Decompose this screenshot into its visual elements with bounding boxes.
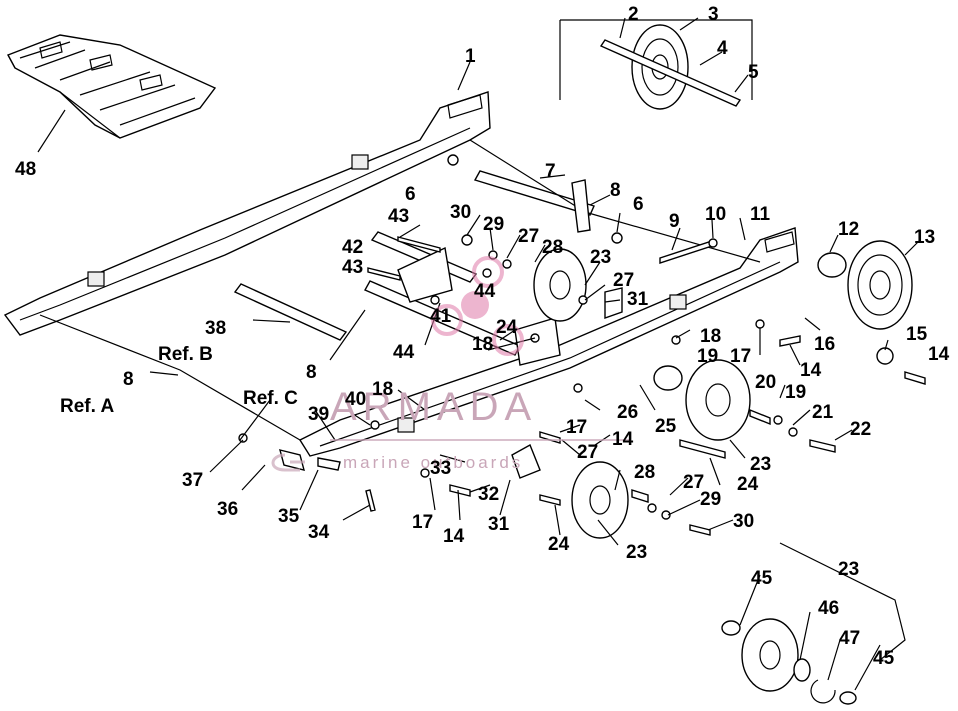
reference-labels: Ref. A Ref. B Ref. C	[60, 344, 298, 417]
wheel-top	[599, 24, 742, 110]
callout-9: 9	[669, 211, 680, 232]
callout-28a: 28	[542, 237, 563, 258]
callout-24c: 24	[548, 534, 570, 555]
callout-26: 26	[617, 402, 638, 423]
callout-31b: 31	[488, 514, 510, 535]
callout-24a: 24	[496, 317, 518, 338]
callout-29a: 29	[483, 214, 504, 235]
callout-41: 41	[430, 306, 452, 327]
callout-43b: 43	[342, 257, 363, 278]
callout-6a: 6	[405, 184, 416, 205]
callout-8a: 8	[610, 180, 621, 201]
callout-10: 10	[705, 204, 726, 225]
callout-5: 5	[748, 62, 759, 83]
callout-30b: 30	[733, 511, 754, 532]
wheel-right-upper	[817, 240, 913, 330]
callout-37: 37	[182, 470, 203, 491]
ref-b-label: Ref. B	[158, 344, 213, 365]
callout-20: 20	[755, 372, 776, 393]
callout-38: 38	[205, 318, 226, 339]
callout-45b: 45	[873, 648, 895, 669]
wheel-center	[533, 248, 587, 322]
callout-22: 22	[850, 419, 871, 440]
callout-12: 12	[838, 219, 859, 240]
callout-44b: 44	[393, 342, 415, 363]
callout-30a: 30	[450, 202, 471, 223]
callout-8c: 8	[123, 369, 134, 390]
callout-13: 13	[914, 227, 935, 248]
wheel-lower	[571, 461, 629, 539]
callout-14b: 14	[800, 360, 822, 381]
callout-18a: 18	[700, 326, 721, 347]
callout-18c: 18	[372, 379, 393, 400]
callout-4: 4	[717, 38, 728, 59]
callout-2: 2	[628, 4, 639, 25]
callout-23a: 23	[590, 247, 611, 268]
callout-47: 47	[839, 628, 860, 649]
callout-44a: 44	[474, 281, 496, 302]
callout-14d: 14	[443, 526, 465, 547]
watermark-brand: ARMADA	[330, 385, 537, 429]
callout-34: 34	[308, 522, 330, 543]
callout-27d: 27	[683, 472, 704, 493]
callout-46: 46	[818, 598, 839, 619]
callout-17b: 17	[566, 417, 587, 438]
callout-14c: 14	[612, 429, 634, 450]
callout-27c: 27	[577, 442, 598, 463]
callout-17c: 17	[412, 512, 433, 533]
ref-a-label: Ref. A	[60, 396, 114, 417]
callout-15: 15	[906, 324, 928, 345]
callout-23c: 23	[626, 542, 647, 563]
callout-24b: 24	[737, 474, 759, 495]
watermark-tagline: marine outboards	[343, 453, 523, 472]
callout-19b: 19	[785, 382, 806, 403]
ref-c-label: Ref. C	[243, 388, 298, 409]
callout-40: 40	[345, 389, 366, 410]
callout-42: 42	[342, 237, 363, 258]
callout-19a: 19	[697, 346, 718, 367]
callout-31a: 31	[627, 289, 649, 310]
callout-33: 33	[430, 458, 451, 479]
callout-43a: 43	[388, 206, 409, 227]
callout-3: 3	[708, 4, 719, 25]
callout-17a: 17	[730, 346, 751, 367]
callout-8b: 8	[306, 362, 317, 383]
hardware	[238, 154, 926, 536]
callout-labels: 1 2 3 4 5 6 6 7 8 8 8 9 10 11 12 13 14 1…	[15, 4, 950, 669]
track-illustration	[7, 34, 217, 153]
callout-23b: 23	[750, 454, 771, 475]
callout-32: 32	[478, 484, 499, 505]
callout-45a: 45	[751, 568, 773, 589]
callout-29b: 29	[700, 489, 721, 510]
callout-23d: 23	[838, 559, 859, 580]
callout-18b: 18	[472, 334, 493, 355]
callout-11: 11	[750, 204, 771, 225]
callout-7: 7	[545, 161, 556, 182]
callout-35: 35	[278, 506, 300, 527]
leader-lines	[149, 17, 921, 691]
watermark: ARMADA marine outboards	[271, 256, 630, 472]
callout-21: 21	[812, 402, 834, 423]
callout-39: 39	[308, 404, 329, 425]
wheel-detail	[721, 542, 906, 705]
callout-27a: 27	[518, 226, 539, 247]
left-rail	[3, 91, 491, 336]
callout-14a: 14	[928, 344, 950, 365]
callout-1: 1	[465, 46, 476, 67]
callout-6b: 6	[633, 194, 644, 215]
callout-28b: 28	[634, 462, 655, 483]
callout-25: 25	[655, 416, 677, 437]
callout-36: 36	[217, 499, 238, 520]
wheel-right-mid	[653, 359, 751, 441]
callout-48: 48	[15, 159, 36, 180]
callout-16: 16	[814, 334, 835, 355]
callout-27b: 27	[613, 270, 634, 291]
watermark-logo	[431, 256, 524, 356]
